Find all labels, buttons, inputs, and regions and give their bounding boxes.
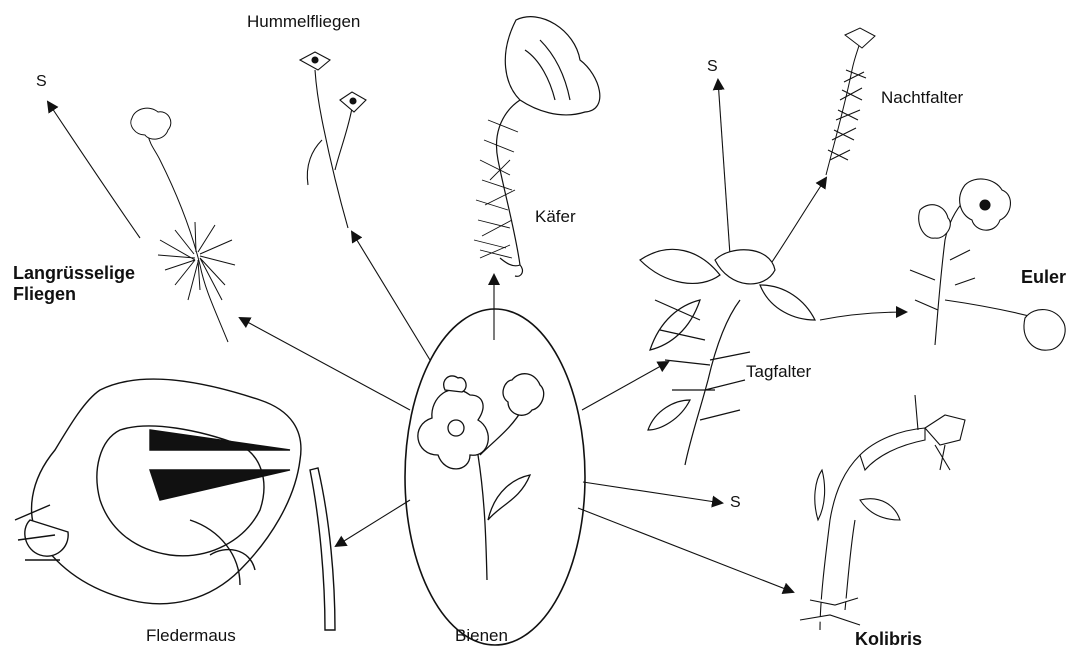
label-fliegen: Fliegen bbox=[13, 285, 76, 305]
arrow-hummelfliegen bbox=[352, 232, 430, 360]
arrow-s-left bbox=[48, 102, 140, 238]
arrow-langruesselige bbox=[240, 318, 410, 410]
center-flower-group bbox=[405, 309, 585, 645]
tagfalter-flower-icon bbox=[640, 249, 815, 465]
label-euler: Euler bbox=[1021, 268, 1066, 288]
kaefer-flower-icon bbox=[474, 17, 600, 277]
label-nachtfalter: Nachtfalter bbox=[881, 89, 963, 108]
langruesselige-flower-icon bbox=[131, 108, 235, 342]
label-bienen: Bienen bbox=[455, 627, 508, 646]
label-kaefer: Käfer bbox=[535, 208, 576, 227]
kolibris-flower-icon bbox=[800, 395, 965, 630]
label-fledermaus: Fledermaus bbox=[146, 627, 236, 646]
center-ellipse bbox=[405, 309, 585, 645]
arrow-s-mid bbox=[583, 482, 722, 503]
label-tagfalter: Tagfalter bbox=[746, 363, 811, 382]
label-s-left: S bbox=[36, 73, 47, 91]
label-hummelfliegen: Hummelfliegen bbox=[247, 13, 360, 32]
arrow-euler bbox=[820, 312, 906, 320]
nachtfalter-flower-icon bbox=[826, 28, 875, 175]
label-langruesselige: Langrüsselige bbox=[13, 264, 135, 284]
arrow-tagfalter bbox=[582, 362, 668, 410]
hummelfliegen-flower-icon bbox=[300, 52, 366, 228]
label-s-right: S bbox=[707, 58, 718, 76]
euler-flower-icon bbox=[910, 179, 1065, 350]
arrow-kolibris bbox=[578, 508, 793, 592]
label-s-mid: S bbox=[730, 494, 741, 512]
fledermaus-flower-icon bbox=[15, 379, 335, 630]
label-kolibris: Kolibris bbox=[855, 630, 922, 650]
arrow-s-right bbox=[718, 80, 730, 255]
arrow-fledermaus bbox=[336, 500, 410, 546]
arrow-nachtfalter bbox=[772, 178, 826, 262]
bee-flower-icon bbox=[418, 374, 544, 580]
